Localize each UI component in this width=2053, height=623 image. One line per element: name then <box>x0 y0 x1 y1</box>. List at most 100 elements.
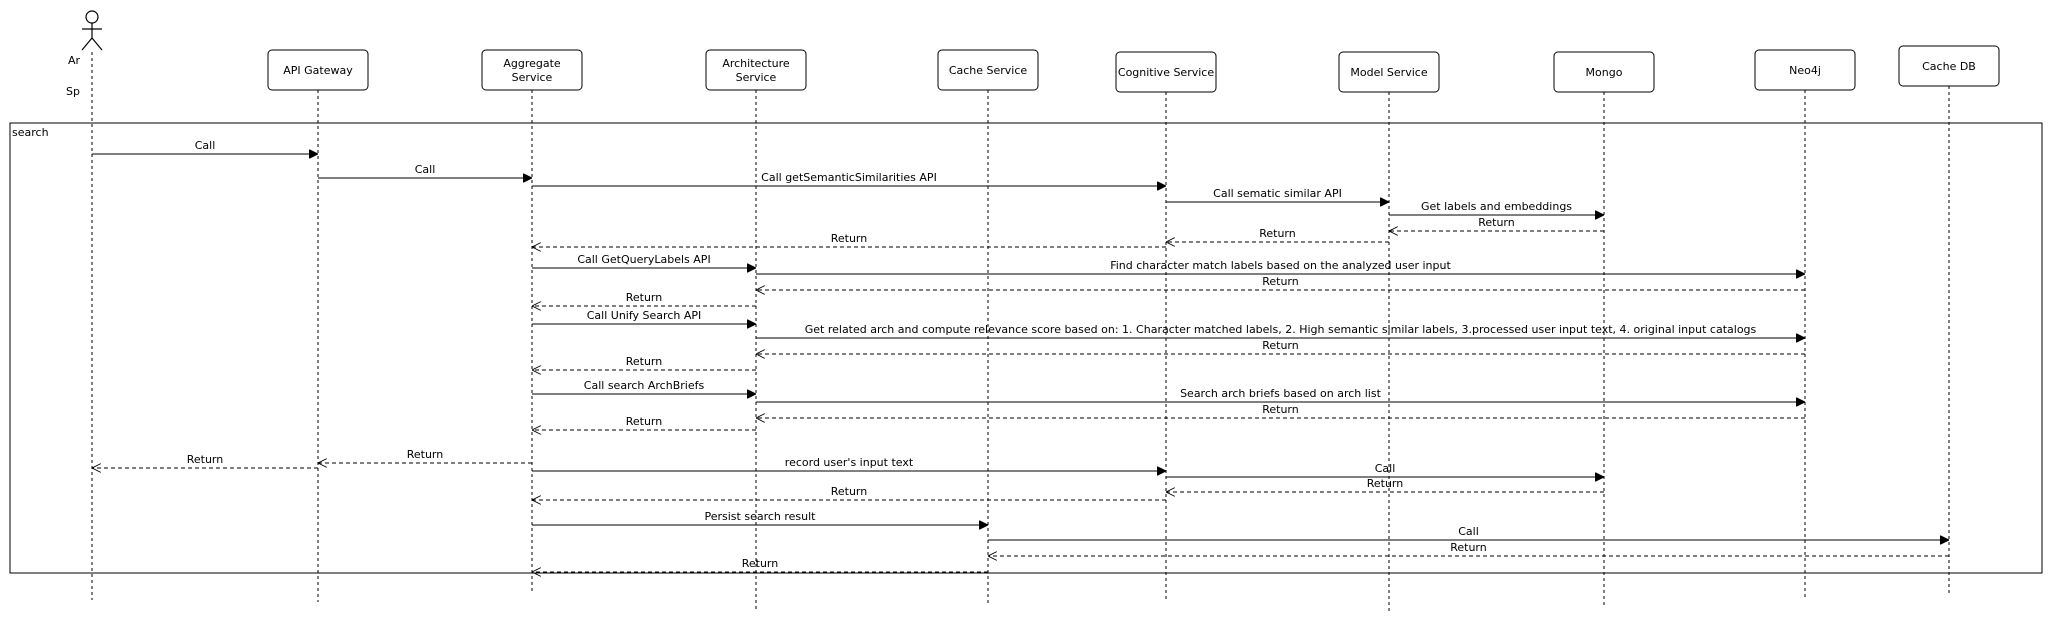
message-call: Search arch briefs based on arch list <box>756 387 1804 402</box>
message-call: Get labels and embeddings <box>1389 200 1603 215</box>
message-return: Return <box>93 453 318 468</box>
message-label: Call <box>1458 525 1479 538</box>
message-return: Return <box>533 415 756 430</box>
message-label: Return <box>626 291 663 304</box>
frame-label: search <box>12 126 49 139</box>
message-label: Call <box>415 163 436 176</box>
participant-box <box>937 49 1039 91</box>
message-label: Call GetQueryLabels API <box>577 253 710 266</box>
participant-label: Cache Service <box>949 64 1028 77</box>
participant-label: Cache DB <box>1922 60 1976 73</box>
message-label: Find character match labels based on the… <box>1110 259 1451 272</box>
message-label: Return <box>626 415 663 428</box>
message-call: record user's input text <box>532 456 1165 471</box>
message-return: Return <box>319 448 532 463</box>
frame-border <box>9 122 2043 574</box>
participant-neo4j: Neo4j <box>1754 49 1856 91</box>
participant-label: Cognitive Service <box>1118 66 1214 79</box>
participants: API GatewayAggregateServiceArchitectureS… <box>267 45 2000 93</box>
participant-box <box>267 49 369 91</box>
participant-box <box>1754 49 1856 91</box>
participant-cachedb: Cache DB <box>1898 45 2000 87</box>
actor-label-line2: Sp <box>66 85 80 98</box>
message-label: record user's input text <box>785 456 914 469</box>
message-label: Get labels and embeddings <box>1421 200 1572 213</box>
message-label: Call <box>1375 462 1396 475</box>
message-call: Find character match labels based on the… <box>756 259 1804 274</box>
participant-cognitive: Cognitive Service <box>1115 51 1217 93</box>
participant-label: Neo4j <box>1789 64 1821 77</box>
message-label: Return <box>1262 403 1299 416</box>
message-return: Return <box>989 541 1949 556</box>
message-call: Persist search result <box>532 510 987 525</box>
message-call: Call <box>1166 462 1603 477</box>
message-label: Return <box>1262 275 1299 288</box>
actor-label-line1: Ar <box>68 54 81 67</box>
message-label: Return <box>626 355 663 368</box>
participant-box <box>1553 51 1655 93</box>
actor-icon <box>81 10 103 51</box>
message-call: Call search ArchBriefs <box>532 379 755 394</box>
message-label: Call Unify Search API <box>587 309 702 322</box>
participant-box <box>1338 51 1440 93</box>
message-label: Return <box>831 485 868 498</box>
message-label: Return <box>187 453 224 466</box>
participant-gateway: API Gateway <box>267 49 369 91</box>
message-label: Return <box>1259 227 1296 240</box>
participant-label: Model Service <box>1350 66 1427 79</box>
participant-label: API Gateway <box>283 64 353 77</box>
message-return: Return <box>1390 216 1604 231</box>
message-call: Call <box>318 163 531 178</box>
message-label: Return <box>742 557 779 570</box>
message-call: Get related arch and compute relevance s… <box>756 323 1804 338</box>
participant-box <box>481 49 583 91</box>
search-frame: search <box>9 122 2043 574</box>
lifelines <box>91 52 1950 612</box>
message-label: Return <box>1262 339 1299 352</box>
message-label: Return <box>831 232 868 245</box>
participant-box <box>1115 51 1217 93</box>
participant-box <box>705 49 807 91</box>
participant-mongo: Mongo <box>1553 51 1655 93</box>
message-label: Return <box>1367 477 1404 490</box>
participant-label: Architecture <box>722 57 790 70</box>
participant-label: Mongo <box>1586 66 1623 79</box>
participant-label: Service <box>736 71 777 84</box>
message-call: Call sematic similar API <box>1166 187 1388 202</box>
message-return: Return <box>757 275 1805 290</box>
message-return: Return <box>757 403 1805 418</box>
message-label: Return <box>407 448 444 461</box>
message-return: Return <box>533 557 988 572</box>
message-return: Return <box>533 355 756 370</box>
message-call: Call Unify Search API <box>532 309 755 324</box>
message-label: Search arch briefs based on arch list <box>1180 387 1382 400</box>
message-label: Persist search result <box>704 510 816 523</box>
message-label: Return <box>1478 216 1515 229</box>
participant-label: Service <box>512 71 553 84</box>
message-label: Call getSemanticSimilarities API <box>761 171 937 184</box>
message-return: Return <box>1167 227 1389 242</box>
message-label: Return <box>1450 541 1487 554</box>
message-call: Call <box>92 139 317 154</box>
message-return: Return <box>533 291 756 306</box>
message-call: Call getSemanticSimilarities API <box>532 171 1165 186</box>
message-return: Return <box>533 232 1166 247</box>
participant-box <box>1898 45 2000 87</box>
participant-cache: Cache Service <box>937 49 1039 91</box>
message-label: Call search ArchBriefs <box>584 379 705 392</box>
message-call: Call <box>988 525 1948 540</box>
participant-model: Model Service <box>1338 51 1440 93</box>
message-return: Return <box>757 339 1805 354</box>
message-return: Return <box>533 485 1166 500</box>
message-label: Get related arch and compute relevance s… <box>805 323 1757 336</box>
message-label: Call <box>195 139 216 152</box>
message-return: Return <box>1167 477 1604 492</box>
actor: Ar Sp <box>66 10 103 98</box>
message-call: Call GetQueryLabels API <box>532 253 755 268</box>
participant-label: Aggregate <box>503 57 561 70</box>
message-label: Call sematic similar API <box>1213 187 1342 200</box>
